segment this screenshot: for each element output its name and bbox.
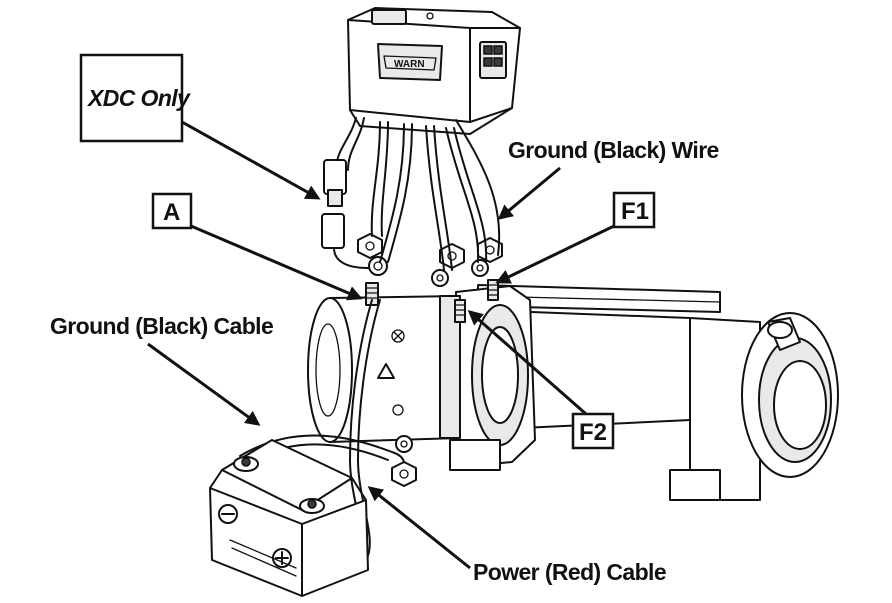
callouts: XDC Only Ground (Black) Wire A F1 Ground… — [50, 53, 719, 585]
f1-label: F1 — [621, 198, 649, 225]
xdc-only-label: XDC Only — [86, 85, 191, 111]
xdc-only-box — [79, 53, 184, 143]
f2-label: F2 — [579, 419, 607, 446]
control-pack-cables — [321, 117, 501, 271]
f1-box — [612, 191, 656, 229]
power-red-cable-label: Power (Red) Cable — [473, 559, 666, 585]
drum-end-plate — [449, 285, 536, 471]
a-label: A — [163, 199, 180, 226]
f2-box — [571, 412, 615, 450]
battery — [209, 439, 369, 597]
terminal-studs — [357, 233, 503, 323]
ground-black-cable-label: Ground (Black) Cable — [50, 313, 273, 339]
a-box — [151, 192, 193, 230]
control-pack: WARN — [347, 7, 521, 135]
ground-black-wire-label: Ground (Black) Wire — [508, 137, 719, 163]
winch-motor — [307, 295, 461, 443]
warn-logo: WARN — [394, 59, 425, 70]
